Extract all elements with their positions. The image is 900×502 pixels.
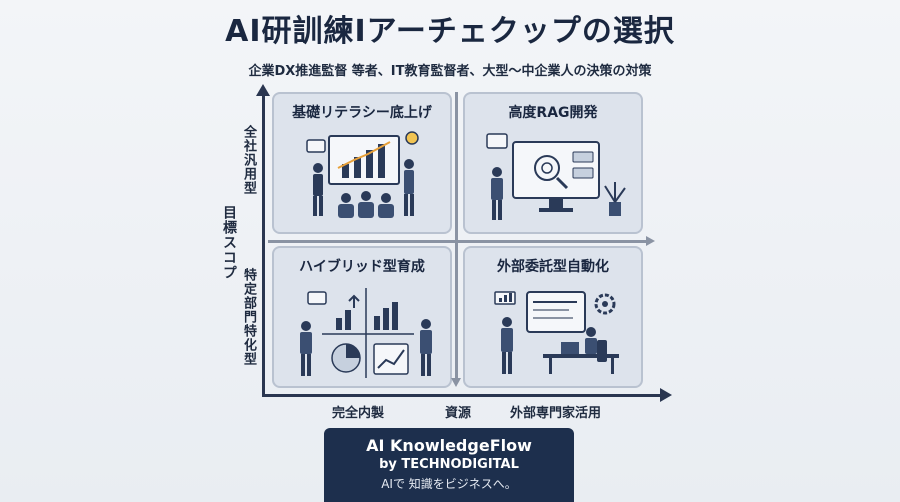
x-axis-arrow (660, 388, 672, 402)
quadrant-bottom-right: 外部委託型自動化 (463, 246, 643, 388)
quadrant-label: 外部委託型自動化 (497, 259, 609, 275)
x-axis-left-label: 完全内製 (332, 406, 385, 421)
quadrant-label: 基礎リテラシー底上げ (292, 105, 432, 121)
y-axis-top-label: 全社汎用型 (241, 125, 256, 195)
y-axis-label: 目標スコプ (221, 205, 237, 280)
y-axis-bottom-label: 特定部門特化型 (241, 268, 256, 366)
y-axis-line (262, 92, 265, 397)
brand-tagline: AIで 知識をビジネスへ。 (381, 477, 517, 491)
quadrant-label: 高度RAG開発 (508, 105, 598, 121)
quadrant-top-right: 高度RAG開発 (463, 92, 643, 234)
center-horizontal-arrow (646, 236, 655, 246)
quadrant-top-left: 基礎リテラシー底上げ (272, 92, 452, 234)
brand-box: AI KnowledgeFlow by TECHNODIGITAL AIで 知識… (324, 428, 574, 502)
split-workshop-icon (300, 288, 432, 378)
brand-name: AI KnowledgeFlow (366, 436, 532, 455)
page-title: AI研訓練Iアーチェクップの選択 (225, 14, 675, 49)
quadrant-label: ハイブリッド型育成 (299, 259, 425, 275)
quadrant-bottom-left: ハイブリッド型育成 (272, 246, 452, 388)
x-axis-center-label: 資源 (445, 406, 472, 421)
center-vertical-divider (455, 92, 458, 380)
ai-search-screen-icon (486, 133, 626, 220)
center-horizontal-divider (268, 240, 648, 243)
presentation-chart-icon (306, 131, 419, 218)
x-axis-line (262, 394, 662, 397)
page-subtitle: 企業DX推進監督 等者、IT教育監督者、大型〜中企業人の決策の対策 (248, 64, 652, 79)
center-vertical-arrow (451, 378, 461, 387)
x-axis-right-label: 外部専門家活用 (510, 406, 602, 421)
y-axis-arrow (256, 84, 270, 96)
consultant-desk-icon (494, 291, 619, 374)
brand-by: by TECHNODIGITAL (379, 457, 519, 472)
